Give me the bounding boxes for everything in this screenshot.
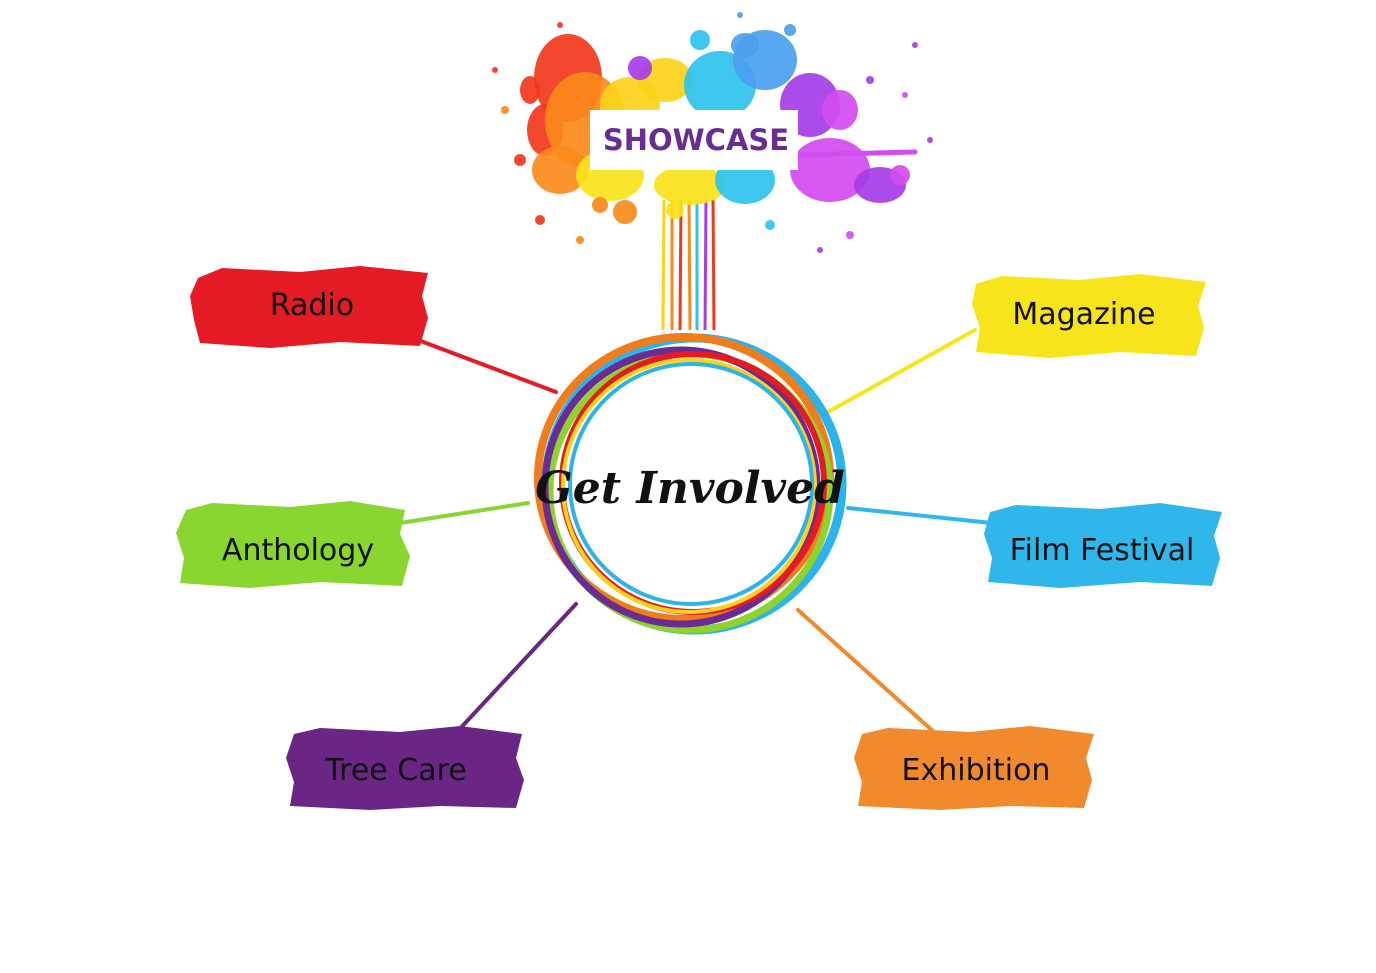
node-exhibition-label: Exhibition [902,753,1051,788]
node-exhibition: Exhibition [854,726,1094,810]
node-radio-brush [190,266,428,348]
splash-blob [890,165,910,185]
splash-blob [628,56,652,80]
splash-blob [912,42,918,48]
splash-blob [576,236,584,244]
center-node: Get Involved [534,333,847,635]
splash-blob [846,231,854,239]
center-title: Get Involved [535,463,845,514]
splash-blob [927,137,933,143]
connector-anthology [398,501,530,525]
connector-radio [416,338,558,394]
node-exhibition-brush [854,726,1094,810]
node-anthology-brush [176,501,410,588]
showcase-label-box [590,110,798,170]
splash-streak [797,149,918,158]
node-radio: Radio [190,266,428,348]
splash-blob [557,22,563,28]
connector-exhibition [796,608,937,735]
drip-red [678,199,683,331]
connector-film-festival [846,506,994,525]
splash-blob [765,220,775,230]
drip-red-2 [711,199,716,331]
splash-blob [592,197,608,213]
node-magazine-brush [972,274,1206,358]
drip-orange [687,199,692,331]
splash-blobs [492,12,933,253]
splash-blob [520,76,540,104]
center-ring-stroke [561,358,817,614]
splash-blob [535,215,545,225]
node-magazine: Magazine [972,274,1206,358]
splash-blob [492,67,498,73]
splash-blob [654,165,726,205]
node-anthology: Anthology [176,501,410,588]
center-fill [574,370,806,600]
splash-blob [737,12,743,18]
node-film-festival-label: Film Festival [1010,533,1195,568]
splash-blob [731,33,759,57]
node-anthology-label: Anthology [222,533,374,568]
splash-blob [501,106,509,114]
node-tree-care: Tree Care [286,726,524,810]
showcase-title: SHOWCASE [603,123,789,157]
splash-blob [822,90,858,130]
splash-blob [613,200,637,224]
center-ring-stroke [568,362,814,606]
node-film-festival-brush [984,503,1222,588]
splash-blob [514,154,526,166]
drip-yellow [661,199,666,331]
splash-blob [902,92,908,98]
node-tree-care-label: Tree Care [324,753,467,788]
splash-blob [532,146,588,194]
node-film-festival: Film Festival [984,503,1222,588]
splash-blob [690,30,710,50]
center-ring-stroke [541,346,821,628]
splash-blob [784,24,796,36]
drip-purple [703,199,708,331]
splash-blob [666,201,684,219]
connector-tree-care [453,602,578,736]
node-radio-label: Radio [270,288,354,323]
node-magazine-label: Magazine [1012,297,1155,332]
splash-drips [661,199,716,331]
node-tree-care-brush [286,726,524,810]
connectors [398,328,994,736]
connector-magazine [826,328,977,414]
showcase-splash: SHOWCASE [492,12,933,331]
splash-blob [866,76,874,84]
splash-blob [817,247,823,253]
